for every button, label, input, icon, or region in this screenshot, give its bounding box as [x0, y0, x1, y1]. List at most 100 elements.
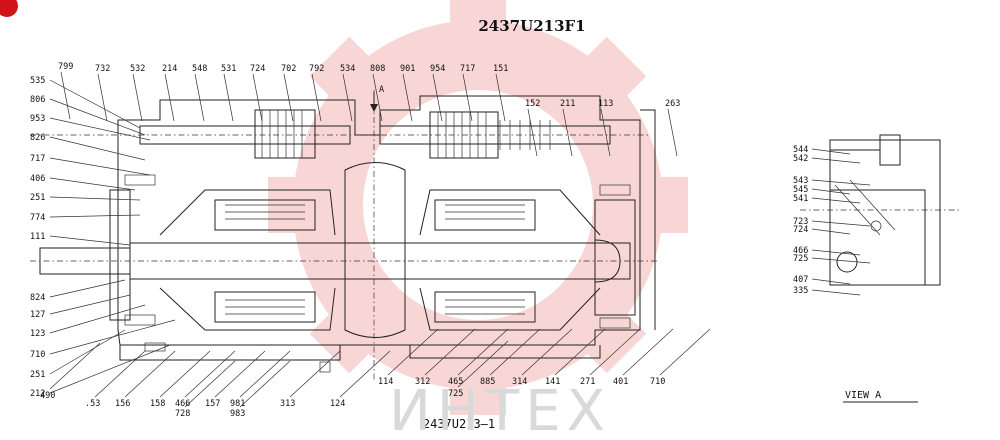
part-label: 541	[793, 194, 808, 204]
part-label: 983	[230, 409, 245, 419]
leader-line	[49, 279, 126, 298]
leader-line	[124, 350, 176, 398]
view-a-drawing	[800, 134, 960, 286]
leader-line	[811, 197, 861, 204]
part-label: 534	[340, 64, 355, 74]
part-label: 885	[480, 377, 495, 387]
part-label: 401	[613, 377, 628, 387]
part-label: 806	[30, 95, 45, 105]
part-label: 826	[30, 133, 45, 143]
part-label: 113	[598, 99, 613, 109]
leader-line	[252, 73, 263, 122]
leader-line	[49, 342, 101, 390]
part-label: 114	[378, 377, 393, 387]
part-label: 465	[448, 377, 463, 387]
pump-assembly-drawing: A	[30, 85, 660, 380]
part-label: 710	[650, 377, 665, 387]
part-label: 314	[512, 377, 527, 387]
part-label: 151	[493, 64, 508, 74]
leader-line	[562, 108, 573, 157]
part-label: 724	[793, 225, 808, 235]
part-label: 799	[58, 62, 73, 72]
part-label: 263	[665, 99, 680, 109]
part-label: 211	[560, 99, 575, 109]
leader-line	[339, 350, 391, 398]
part-label: 535	[30, 76, 45, 86]
leader-line	[659, 328, 711, 376]
part-label: 548	[192, 64, 207, 74]
leader-line	[49, 235, 131, 246]
leader-line	[60, 71, 71, 120]
leader-line	[184, 360, 236, 408]
part-label: 901	[400, 64, 415, 74]
part-label: 490	[40, 391, 55, 401]
part-label: .53	[85, 399, 100, 409]
leader-line	[342, 73, 353, 122]
part-label: 141	[545, 377, 560, 387]
leader-line	[811, 278, 851, 285]
part-label: 725	[793, 254, 808, 264]
section-mark-label: A	[379, 85, 384, 95]
part-label: 212	[30, 389, 45, 399]
leader-line	[521, 328, 573, 376]
part-label: 717	[30, 154, 45, 164]
drawing-title: 2437U213F1	[478, 17, 585, 35]
leader-line	[372, 73, 383, 122]
part-label: 407	[793, 275, 808, 285]
part-label: 127	[30, 310, 45, 320]
part-label: 251	[30, 193, 45, 203]
part-label: 157	[205, 399, 220, 409]
drawing-caption: 2437U213—1	[423, 417, 495, 431]
leader-line	[184, 350, 236, 398]
leader-line	[239, 360, 291, 408]
leader-line	[402, 73, 413, 122]
leader-line	[424, 328, 476, 376]
leader-line	[600, 108, 611, 157]
view-a-caption: VIEW A	[845, 390, 881, 401]
part-label: 732	[95, 64, 110, 74]
leader-line	[49, 344, 171, 394]
leader-line	[554, 328, 606, 376]
part-label: 725	[448, 389, 463, 399]
watermark-text: ИНТЕХ	[389, 379, 611, 440]
leader-line	[811, 249, 861, 256]
part-label: 808	[370, 64, 385, 74]
leader-line	[164, 73, 175, 122]
part-label: 723	[793, 217, 808, 227]
leader-line	[811, 188, 851, 195]
leader-line	[811, 289, 861, 296]
part-label: 543	[793, 176, 808, 186]
part-label: 124	[330, 399, 345, 409]
leader-line	[132, 73, 143, 122]
part-label: 152	[525, 99, 540, 109]
leader-line	[387, 328, 439, 376]
leader-line	[527, 108, 538, 157]
leader-line	[311, 73, 322, 122]
leader-line	[49, 117, 151, 141]
leader-line	[457, 340, 509, 388]
part-label: 406	[30, 174, 45, 184]
part-label: 545	[793, 185, 808, 195]
leader-line	[811, 220, 871, 227]
part-label: 532	[130, 64, 145, 74]
leader-line	[457, 328, 509, 376]
left-part-labels: 5358069538267174062517741118241271237102…	[30, 76, 176, 399]
leader-line	[49, 177, 136, 191]
part-label: 251	[30, 370, 45, 380]
part-label: 824	[30, 293, 45, 303]
leader-line	[811, 179, 871, 186]
leader-line	[462, 73, 473, 122]
part-label: 335	[793, 286, 808, 296]
part-label: 531	[221, 64, 236, 74]
part-label: 466	[175, 399, 190, 409]
leader-line	[49, 196, 141, 201]
leader-line	[432, 73, 443, 122]
part-label: 702	[281, 64, 296, 74]
leader-line	[811, 228, 851, 235]
part-label: 312	[415, 377, 430, 387]
leader-line	[97, 73, 108, 122]
part-label: 158	[150, 399, 165, 409]
